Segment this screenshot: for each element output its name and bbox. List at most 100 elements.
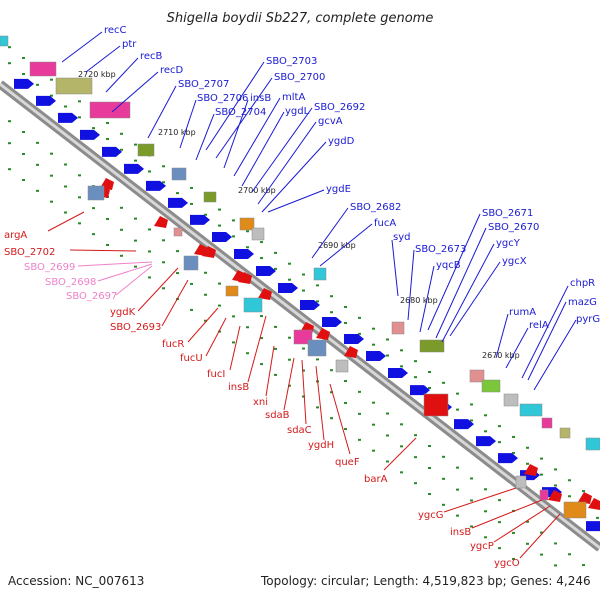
feature-box <box>539 489 549 501</box>
ruler-dot <box>190 202 193 205</box>
ruler-dot <box>232 341 235 344</box>
tick-label: 2700 kbp <box>238 186 276 195</box>
feature-box <box>243 297 263 313</box>
ruler-dot <box>470 403 473 406</box>
gene-label: ygdK <box>110 307 136 318</box>
ruler-dot <box>120 228 123 231</box>
ruler-dot <box>288 262 291 265</box>
feature-box <box>423 393 449 417</box>
ruler-dot <box>232 235 235 238</box>
ruler-dot <box>428 466 431 469</box>
ruler-dot <box>442 503 445 506</box>
feature-box <box>519 403 543 417</box>
ruler-dot <box>162 165 165 168</box>
ruler-dot <box>358 332 361 335</box>
ruler-dot <box>50 200 53 203</box>
gene-label: mltA <box>282 92 305 103</box>
reverse-gene-labels: argA SBO_2702 ygdK SBO_2693 fucR fucU fu… <box>4 211 561 569</box>
ruler-dot <box>204 319 207 322</box>
ruler-dot <box>260 257 263 260</box>
gene-label: fucI <box>207 369 225 380</box>
reverse-arrow <box>524 464 538 476</box>
ruler-dot <box>232 219 235 222</box>
ruler-dot <box>428 492 431 495</box>
ruler-dot <box>8 120 11 123</box>
ruler-dot <box>106 121 109 124</box>
ruler-dot <box>484 536 487 539</box>
gene-label: SBO_2697 <box>66 291 117 302</box>
gene-label: ygcY <box>496 238 521 249</box>
forward-arrow <box>58 112 78 123</box>
ruler-dot <box>400 365 403 368</box>
ruler-dot <box>78 222 81 225</box>
gene-label: SBO_2698 <box>45 277 96 288</box>
ruler-dot <box>358 390 361 393</box>
ruler-dot <box>386 354 389 357</box>
ruler-dot <box>358 438 361 441</box>
ruler-dot <box>176 272 179 275</box>
ruler-dot <box>470 525 473 528</box>
ruler-dot <box>190 308 193 311</box>
gene-label: fucR <box>162 339 184 350</box>
ruler-dot <box>330 417 333 420</box>
gene-label: relA <box>529 320 549 331</box>
ruler-dot <box>134 239 137 242</box>
ruler-dot <box>330 295 333 298</box>
feature-box <box>307 339 327 357</box>
ruler-dot <box>302 395 305 398</box>
ruler-dot <box>540 457 543 460</box>
gene-label: SBO_2704 <box>215 107 266 118</box>
ruler-dot <box>288 278 291 281</box>
ruler-dot <box>456 392 459 395</box>
gene-label: SBO_2671 <box>482 208 533 219</box>
gene-label: pyrG <box>576 314 600 325</box>
gene-label: mazG <box>568 297 597 308</box>
ruler-dot <box>92 233 95 236</box>
ruler-dot <box>498 425 501 428</box>
ruler-dot <box>50 78 53 81</box>
ruler-dot <box>512 435 515 438</box>
ruler-dot <box>540 531 543 534</box>
ruler-dot <box>428 386 431 389</box>
ruler-dot <box>344 306 347 309</box>
gene-label: insB <box>250 93 271 104</box>
feature-box <box>29 61 57 77</box>
ruler-dot <box>260 315 263 318</box>
feature-box <box>391 321 405 335</box>
ruler-dot <box>36 163 39 166</box>
ruler-dot <box>204 271 207 274</box>
ruler-dot <box>162 239 165 242</box>
ruler-dot <box>372 449 375 452</box>
ruler-dot <box>148 250 151 253</box>
gene-label: insB <box>450 527 471 538</box>
ruler-dot <box>400 445 403 448</box>
gene-label: SBO_2682 <box>350 202 401 213</box>
feature-box <box>313 267 327 281</box>
ruler-dot <box>78 196 81 199</box>
ruler-dot <box>344 402 347 405</box>
gene-label: chpR <box>570 278 595 289</box>
ruler-dot <box>582 490 585 493</box>
gene-label: SBO_2700 <box>274 72 325 83</box>
ruler-dot <box>176 192 179 195</box>
ruler-dot <box>260 337 263 340</box>
ruler-dot <box>554 564 557 567</box>
ruler-dot <box>218 224 221 227</box>
feature-box <box>563 501 587 519</box>
ruler-dot <box>204 293 207 296</box>
forward-arrow <box>300 300 320 310</box>
gene-label: recC <box>104 25 127 36</box>
ruler-dot <box>358 412 361 415</box>
gene-label: SBO_2699 <box>24 262 75 273</box>
ruler-dot <box>92 127 95 130</box>
ruler-dot <box>260 241 263 244</box>
ruler-dot <box>8 46 11 49</box>
ruler-dot <box>414 456 417 459</box>
feature-box <box>0 35 9 47</box>
forward-arrow <box>410 385 430 396</box>
reverse-arrow <box>588 498 600 510</box>
ruler-dot <box>218 330 221 333</box>
gene-label: ygcP <box>470 541 494 552</box>
ruler-dot <box>302 369 305 372</box>
ruler-dot <box>120 148 123 151</box>
